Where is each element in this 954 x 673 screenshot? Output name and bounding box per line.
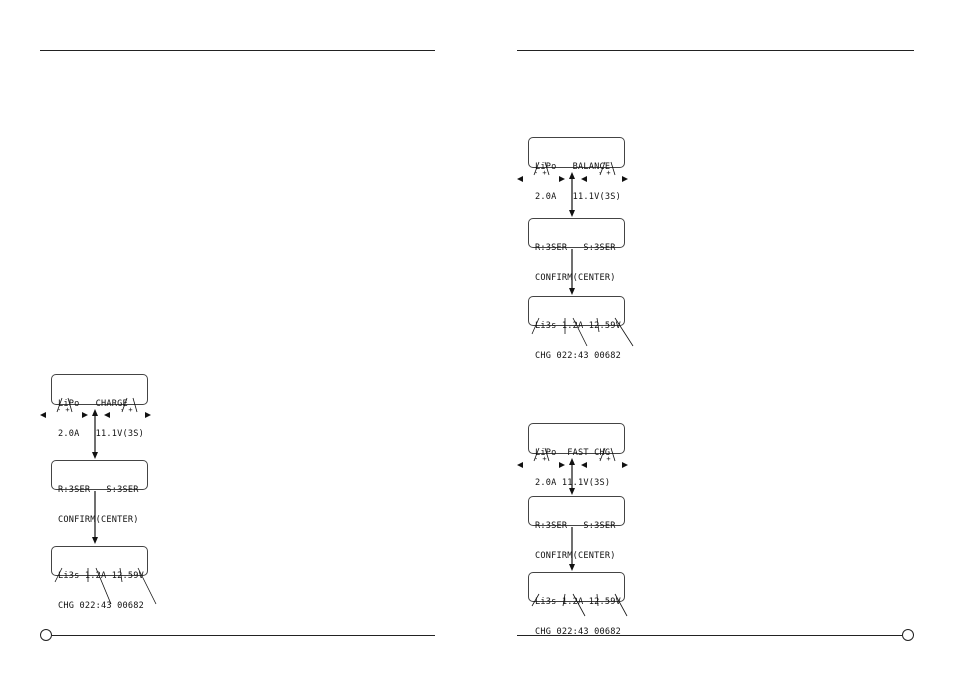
balance-confirm-line1: R:3SER S:3SER xyxy=(535,243,616,253)
balance-confirm-line2: CONFIRM(CENTER) xyxy=(535,273,616,283)
fastchg-left-adjust-label: - + xyxy=(534,455,547,463)
page-circle-icon xyxy=(902,629,914,641)
charge-mode-line2: 2.0A 11.1V(3S) xyxy=(58,429,144,439)
charge-right-adjust-label: - + xyxy=(120,406,133,414)
balance-right-adjust-label: - + xyxy=(598,169,611,177)
fastchg-status-line2: CHG 022:43 00682 xyxy=(535,627,621,637)
fastchg-confirm-line2: CONFIRM(CENTER) xyxy=(535,551,616,561)
charge-mode-screen: LiPo CHARGE 2.0A 11.1V(3S) xyxy=(51,374,148,439)
left-page: LiPo CHARGE 2.0A 11.1V(3S) R:3SER S:3SER… xyxy=(40,50,435,641)
charge-left-adjust-label: - + xyxy=(57,406,70,414)
page-circle-icon xyxy=(40,629,52,641)
fastchg-confirm-line1: R:3SER S:3SER xyxy=(535,521,616,531)
right-diagram-overlay: - + - + - + - + xyxy=(517,161,634,617)
charge-confirm-line2: CONFIRM(CENTER) xyxy=(58,515,139,525)
balance-mode-screen: LiPo BALANCE 2.0A 11.1V(3S) xyxy=(528,137,625,202)
right-page: LiPo BALANCE 2.0A 11.1V(3S) R:3SER S:3SE… xyxy=(477,0,954,673)
triangle-right-icon[interactable] xyxy=(145,412,151,418)
triangle-right-icon[interactable] xyxy=(559,462,565,468)
triangle-left-icon[interactable] xyxy=(581,462,587,468)
fastchg-confirm-screen: R:3SER S:3SER CONFIRM(CENTER) xyxy=(528,496,625,561)
balance-status-screen: Li3s 1.2A 12.59V CHG 022:43 00682 xyxy=(528,296,625,361)
charge-status-screen: Li3s 1.2A 12.59V CHG 022:43 00682 xyxy=(51,546,148,611)
fastchg-status-line1: Li3s 1.2A 12.59V xyxy=(535,597,621,607)
triangle-right-icon[interactable] xyxy=(82,412,88,418)
top-rule xyxy=(40,50,435,51)
balance-status-line1: Li3s 1.2A 12.59V xyxy=(535,321,621,331)
fastchg-mode-line2: 2.0A 11.1V(3S) xyxy=(535,478,611,488)
balance-confirm-screen: R:3SER S:3SER CONFIRM(CENTER) xyxy=(528,218,625,283)
triangle-left-icon[interactable] xyxy=(517,462,523,468)
bottom-rule xyxy=(517,635,902,636)
charge-mode-line1: LiPo CHARGE xyxy=(58,399,128,409)
triangle-left-icon[interactable] xyxy=(104,412,110,418)
triangle-left-icon[interactable] xyxy=(40,412,46,418)
charge-status-line1: Li3s 1.2A 12.59V xyxy=(58,571,144,581)
bottom-rule xyxy=(52,635,435,636)
charge-confirm-screen: R:3SER S:3SER CONFIRM(CENTER) xyxy=(51,460,148,525)
fastchg-right-adjust-label: - + xyxy=(598,455,611,463)
triangle-left-icon[interactable] xyxy=(517,176,523,182)
fastchg-status-screen: Li3s 1.2A 12.59V CHG 022:43 00682 xyxy=(528,572,625,637)
fastchg-mode-line1: LiPo FAST CHG xyxy=(535,448,611,458)
fastchg-mode-screen: LiPo FAST CHG 2.0A 11.1V(3S) xyxy=(528,423,625,488)
balance-left-adjust-label: - + xyxy=(534,169,547,177)
triangle-right-icon[interactable] xyxy=(622,176,628,182)
triangle-right-icon[interactable] xyxy=(622,462,628,468)
charge-confirm-line1: R:3SER S:3SER xyxy=(58,485,139,495)
balance-mode-line2: 2.0A 11.1V(3S) xyxy=(535,192,621,202)
triangle-left-icon[interactable] xyxy=(581,176,587,182)
triangle-right-icon[interactable] xyxy=(559,176,565,182)
charge-diagram-overlay: - + - + xyxy=(40,397,157,605)
charge-status-line2: CHG 022:43 00682 xyxy=(58,601,144,611)
top-rule xyxy=(517,50,914,51)
balance-mode-line1: LiPo BALANCE xyxy=(535,162,611,172)
balance-status-line2: CHG 022:43 00682 xyxy=(535,351,621,361)
